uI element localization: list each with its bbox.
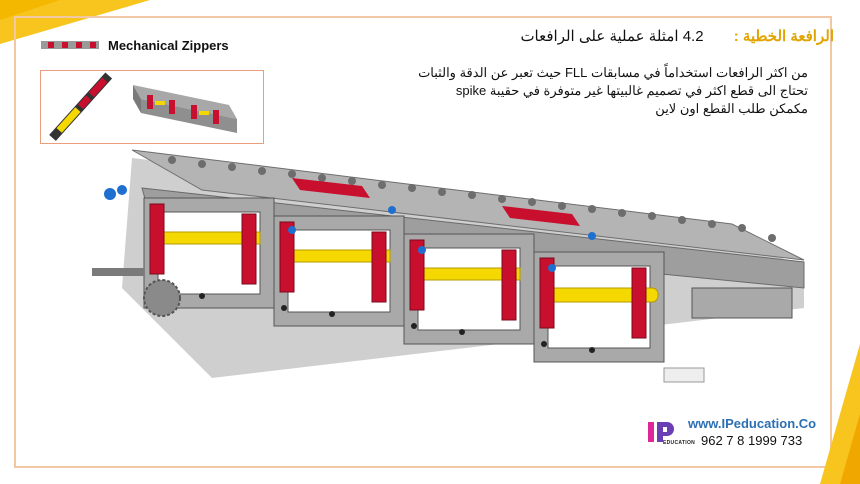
- figure-label: Mechanical Zippers: [108, 38, 229, 53]
- zipper-parts-icon: [49, 72, 237, 141]
- title-section: 4.2 امثلة عملية على الرافعات: [520, 28, 704, 45]
- website-link[interactable]: www.IPeducation.Co: [688, 416, 817, 431]
- corner-decoration-bottom-right-inner: [840, 414, 860, 484]
- logo-text: EDUCATION: [663, 440, 696, 446]
- zipper-thumbnail-icon: [41, 41, 99, 49]
- body-line-2: تحتاج الى قطع اكثر في تصميم غالبيتها غير…: [455, 83, 808, 98]
- body-paragraph: من اكثر الرافعات استخداماً في مسابقات FL…: [408, 64, 808, 118]
- slide-title: الرافعة الخطية : 4.2 امثلة عملية على الر…: [520, 27, 834, 45]
- body-line-1: من اكثر الرافعات استخداماً في مسابقات FL…: [418, 65, 808, 80]
- slide-frame: [14, 16, 832, 468]
- title-highlight: الرافعة الخطية :: [733, 28, 834, 45]
- inset-figure: [40, 70, 264, 144]
- ip-education-logo-icon: [648, 422, 674, 442]
- body-line-3: مكمكن طلب القطع اون لاين: [655, 101, 808, 116]
- phone-number: 962 7 8 1999 733: [701, 433, 803, 448]
- corner-decoration-top-left-inner: [0, 0, 60, 20]
- mechanical-zipper-model-image: [92, 149, 805, 383]
